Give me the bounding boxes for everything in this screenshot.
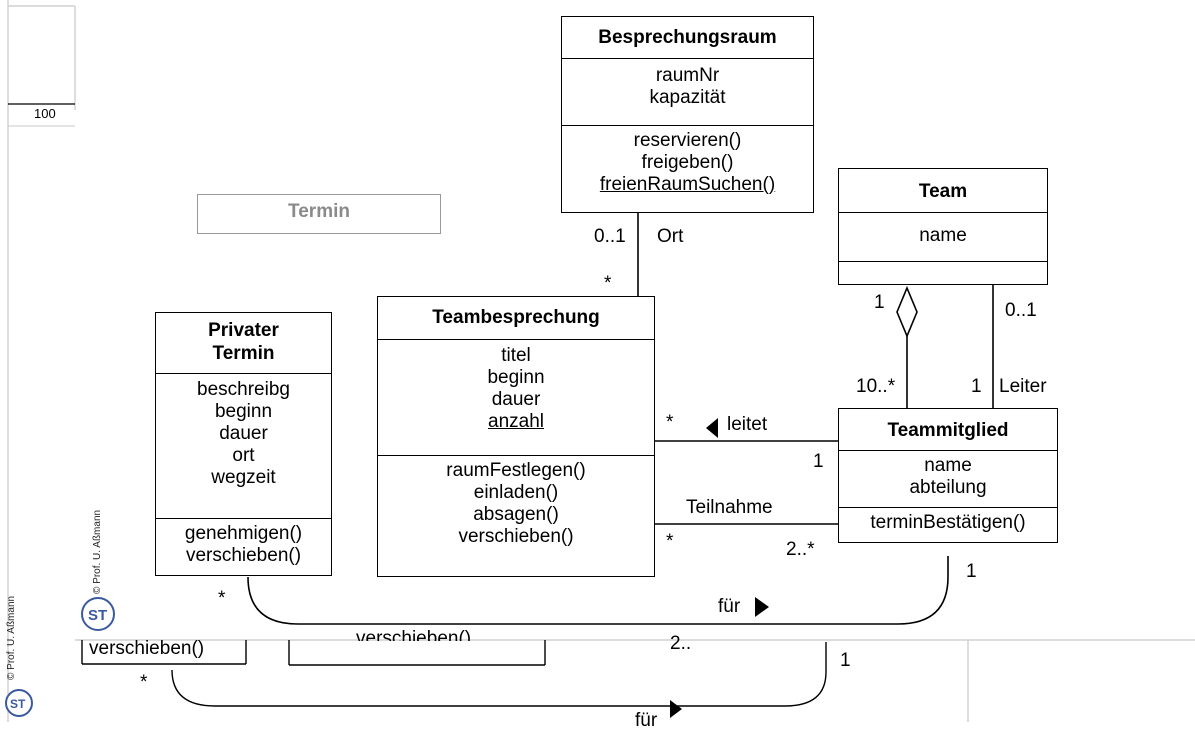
st-logo-ghost-text: ST xyxy=(10,697,26,711)
privater-termin-title-1: Privater xyxy=(208,320,279,341)
attribute: beschreibg xyxy=(197,379,290,400)
attribute: titel xyxy=(501,345,531,366)
operation: raumFestlegen() xyxy=(446,460,586,481)
ort-mult-besprechung: * xyxy=(604,273,612,294)
aggregation-mult-team: 1 xyxy=(874,292,885,313)
teilnahme-mult-besprechung: * xyxy=(666,531,674,552)
attribute: ort xyxy=(232,445,255,466)
besprechungsraum-title: Besprechungsraum xyxy=(598,27,777,48)
leiter-name: Leiter xyxy=(999,376,1047,397)
attribute: name xyxy=(919,225,967,246)
ghost-fuer-label: für xyxy=(635,710,658,731)
teammitglied-class[interactable]: Teammitglied name abteilung terminBestät… xyxy=(838,408,1058,543)
teammitglied-operations: terminBestätigen() xyxy=(839,508,1057,534)
attribute: dauer xyxy=(491,389,541,410)
teilnahme-name: Teilnahme xyxy=(686,497,773,518)
ghost-cover xyxy=(290,641,544,663)
attribute: wegzeit xyxy=(211,467,276,488)
besprechungsraum-header: Besprechungsraum xyxy=(562,17,813,59)
attribute: dauer xyxy=(219,423,268,444)
operation: reservieren() xyxy=(633,130,742,151)
besprechungsraum-class[interactable]: Besprechungsraum raumNr kapazität reserv… xyxy=(561,16,814,213)
attribute: beginn xyxy=(487,367,545,388)
leiter-mult-team: 0..1 xyxy=(1005,300,1037,321)
termin-title: Termin xyxy=(288,201,350,222)
teammitglied-title: Teammitglied xyxy=(887,420,1009,441)
copyright-text-ghost: © Prof. U. Aßmann xyxy=(6,595,17,680)
attribute-static: anzahl xyxy=(488,411,544,432)
leiter-mult-member: 1 xyxy=(971,376,982,397)
teambesprechung-attributes: titel beginn dauer anzahl xyxy=(378,340,654,456)
attribute: kapazität xyxy=(649,87,726,108)
attribute: raumNr xyxy=(655,65,720,86)
operation: absagen() xyxy=(473,504,559,525)
teambesprechung-title: Teambesprechung xyxy=(432,307,600,328)
privater-termin-title-2: Termin xyxy=(212,343,275,364)
operation: terminBestätigen() xyxy=(870,512,1026,533)
team-header: Team xyxy=(839,169,1047,213)
ghost-star: * xyxy=(140,672,148,693)
ort-mult-raum: 0..1 xyxy=(594,226,626,247)
besprechungsraum-operations: reservieren() freigeben() freienRaumSuch… xyxy=(562,126,813,196)
teambesprechung-operations: raumFestlegen() einladen() absagen() ver… xyxy=(378,456,654,548)
ort-name: Ort xyxy=(657,226,684,247)
privater-termin-operations: genehmigen() verschieben() xyxy=(156,519,331,567)
leitet-mult-member: 1 xyxy=(813,451,824,472)
fuer-mult-member: 1 xyxy=(966,561,977,582)
operation: verschieben() xyxy=(458,526,574,547)
page-number: 100 xyxy=(34,106,56,121)
leitet-name: leitet xyxy=(727,414,768,435)
aggregation-mult-member: 10..* xyxy=(856,376,896,397)
operation-static: freienRaumSuchen() xyxy=(599,174,776,195)
team-title: Team xyxy=(918,181,968,202)
copyright-text: © Prof. U. Aßmann xyxy=(92,509,103,594)
operation: einladen() xyxy=(473,482,559,503)
attribute: beginn xyxy=(214,401,273,422)
teammitglied-header: Teammitglied xyxy=(839,409,1057,451)
fuer-name: für xyxy=(718,596,741,617)
ghost-mult-1: 1 xyxy=(840,650,851,671)
team-class[interactable]: Team name xyxy=(838,168,1048,285)
attribute: name xyxy=(924,455,972,476)
st-logo-text: ST xyxy=(88,607,107,624)
team-attributes: name xyxy=(839,213,1047,262)
teilnahme-mult-member: 2..* xyxy=(786,539,815,560)
operation: genehmigen() xyxy=(184,523,303,544)
privater-termin-attributes: beschreibg beginn dauer ort wegzeit xyxy=(156,374,331,519)
operation: verschieben() xyxy=(185,545,302,566)
termin-class: Termin xyxy=(197,194,441,234)
st-logo: ST xyxy=(80,596,116,632)
teambesprechung-class[interactable]: Teambesprechung titel beginn dauer anzah… xyxy=(377,296,655,577)
privater-termin-class[interactable]: Privater Termin beschreibg beginn dauer … xyxy=(155,312,332,576)
teammitglied-attributes: name abteilung xyxy=(839,451,1057,508)
fuer-mult-privat: * xyxy=(218,588,226,609)
teambesprechung-header: Teambesprechung xyxy=(378,297,654,340)
attribute: abteilung xyxy=(909,477,987,498)
operation: freigeben() xyxy=(641,152,734,173)
st-logo-ghost: ST xyxy=(4,688,34,718)
ghost-verschieben-1: verschieben() xyxy=(89,638,205,659)
besprechungsraum-attributes: raumNr kapazität xyxy=(562,59,813,126)
leitet-mult-besprechung: * xyxy=(666,412,674,433)
ghost-mult-2: 2.. xyxy=(670,633,692,654)
privater-termin-header: Privater Termin xyxy=(156,313,331,374)
